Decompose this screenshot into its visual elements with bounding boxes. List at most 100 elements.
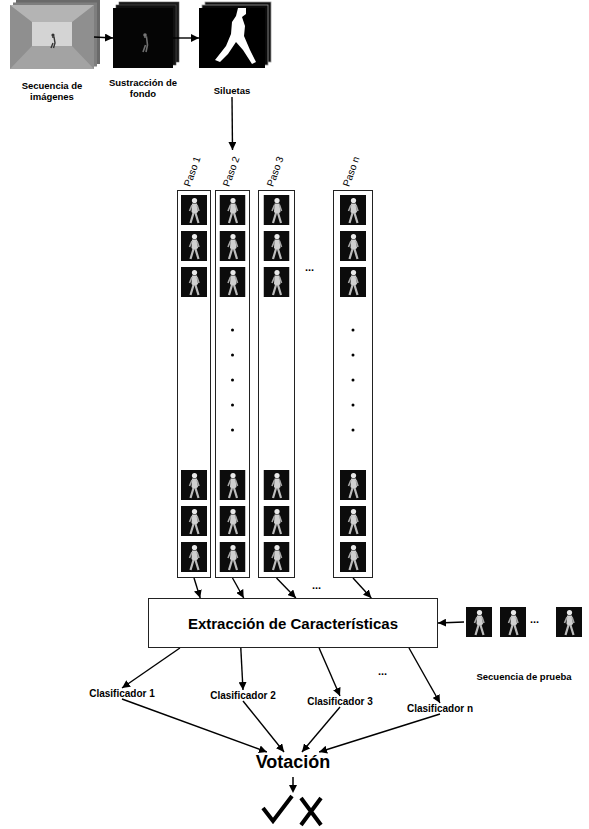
column-outline xyxy=(177,190,211,578)
thumbnail xyxy=(500,607,526,637)
cross-mark xyxy=(301,798,321,825)
column-thumbnails xyxy=(181,195,366,572)
heading-area: Paso 1 xyxy=(177,150,211,190)
dot xyxy=(231,429,234,432)
ellipsis: ... xyxy=(312,580,321,591)
column-outline xyxy=(333,190,373,578)
arrow-connector xyxy=(353,578,371,598)
ellipsis: ... xyxy=(378,666,387,677)
step-column: Paso 2 xyxy=(215,150,250,578)
step-column: Paso 1 xyxy=(177,150,211,578)
thumbnail xyxy=(220,267,246,297)
dot xyxy=(352,429,355,432)
dot xyxy=(352,379,355,382)
arrow-connector xyxy=(94,37,113,38)
column-heading: Paso 1 xyxy=(183,155,203,188)
classifier-label: Clasificador 2 xyxy=(210,690,276,701)
image-step: Secuencia de imágenes xyxy=(0,5,104,103)
dot xyxy=(352,329,355,332)
arrow-connector xyxy=(438,622,464,623)
classifier-label: Clasificador n xyxy=(407,703,473,714)
node-text: Secuencia de imágenes xyxy=(0,81,104,103)
walker-body xyxy=(51,37,55,48)
arrow-connector xyxy=(319,648,340,696)
node-text: Clasificador n xyxy=(407,703,473,714)
arrow-connector xyxy=(231,97,233,150)
column-heading: Paso n xyxy=(342,155,362,188)
node-text: Clasificador 2 xyxy=(210,690,276,701)
dot xyxy=(231,354,234,357)
dot xyxy=(231,404,234,407)
thumbnail xyxy=(264,195,290,225)
step-column: Paso 3 xyxy=(258,150,295,578)
thumbnail xyxy=(220,542,246,572)
hallway-frame xyxy=(10,5,94,69)
arrow-connector xyxy=(409,648,440,703)
heading-area: Paso 2 xyxy=(215,150,250,190)
thumbnail xyxy=(340,267,366,297)
heading-area: Paso 3 xyxy=(258,150,295,190)
white-silhouette xyxy=(215,8,256,64)
arrow-connector xyxy=(277,578,296,598)
classifier-label: Clasificador 3 xyxy=(307,696,373,707)
image-step: Sustracción de fondo xyxy=(108,8,178,100)
thumbnail xyxy=(220,195,246,225)
arrow-connector xyxy=(233,578,244,598)
back-wall xyxy=(32,22,72,46)
thumbnail xyxy=(181,542,207,572)
thumbnail xyxy=(220,470,246,500)
ellipsis: ... xyxy=(305,262,314,273)
ellipsis: ... xyxy=(530,614,539,625)
thumbnail xyxy=(220,231,246,261)
voting-label: Votación xyxy=(256,752,331,773)
image-frame xyxy=(464,606,584,638)
arrow-connector xyxy=(302,707,340,752)
column-heading: Paso 2 xyxy=(221,155,241,188)
image-frame xyxy=(113,8,173,68)
node-text: Sustracción de fondo xyxy=(108,78,178,100)
silhouette-frame xyxy=(199,8,265,68)
dot xyxy=(352,404,355,407)
thumbnail xyxy=(340,506,366,536)
dot xyxy=(231,379,234,382)
node-text: Secuencia de prueba xyxy=(462,672,586,683)
node-text: Siluetas xyxy=(196,86,268,97)
silhouette-frames xyxy=(199,2,271,68)
image-frame xyxy=(199,8,265,68)
column-outline xyxy=(258,190,295,578)
check-mark xyxy=(263,796,292,821)
thumbnail xyxy=(264,470,290,500)
process-box: Extracción de Características xyxy=(148,598,438,648)
image-frame xyxy=(10,5,94,69)
result-arrowhead xyxy=(289,785,297,793)
thumbnail xyxy=(264,506,290,536)
column-outline xyxy=(215,190,250,578)
image-step: Siluetas xyxy=(196,8,268,97)
thumbnail xyxy=(340,231,366,261)
arrow-connector xyxy=(194,578,200,598)
arrow-connector xyxy=(241,648,243,690)
thumbnail xyxy=(340,195,366,225)
walker-body xyxy=(143,37,148,52)
thumbnail xyxy=(340,470,366,500)
floor xyxy=(10,46,94,69)
thumbnail xyxy=(220,506,246,536)
thumbnail xyxy=(264,231,290,261)
node-text: Votación xyxy=(256,752,331,773)
test-sequence: Secuencia de prueba xyxy=(462,606,586,683)
arrow-connector xyxy=(173,37,199,38)
dot xyxy=(231,329,234,332)
heading-area: Paso n xyxy=(333,150,373,190)
node-text: Clasificador 3 xyxy=(307,696,373,707)
arrow-connector xyxy=(319,714,440,752)
thumbnail xyxy=(556,607,582,637)
image-sequence xyxy=(10,0,100,69)
walker-head xyxy=(51,33,54,36)
subtraction-frame xyxy=(113,8,173,68)
arrow-connector xyxy=(122,699,267,752)
node-text: Extracción de Características xyxy=(188,615,398,632)
dot xyxy=(352,354,355,357)
thumbnail xyxy=(181,267,207,297)
thumbnail xyxy=(340,542,366,572)
node-text: Clasificador 1 xyxy=(89,688,155,699)
